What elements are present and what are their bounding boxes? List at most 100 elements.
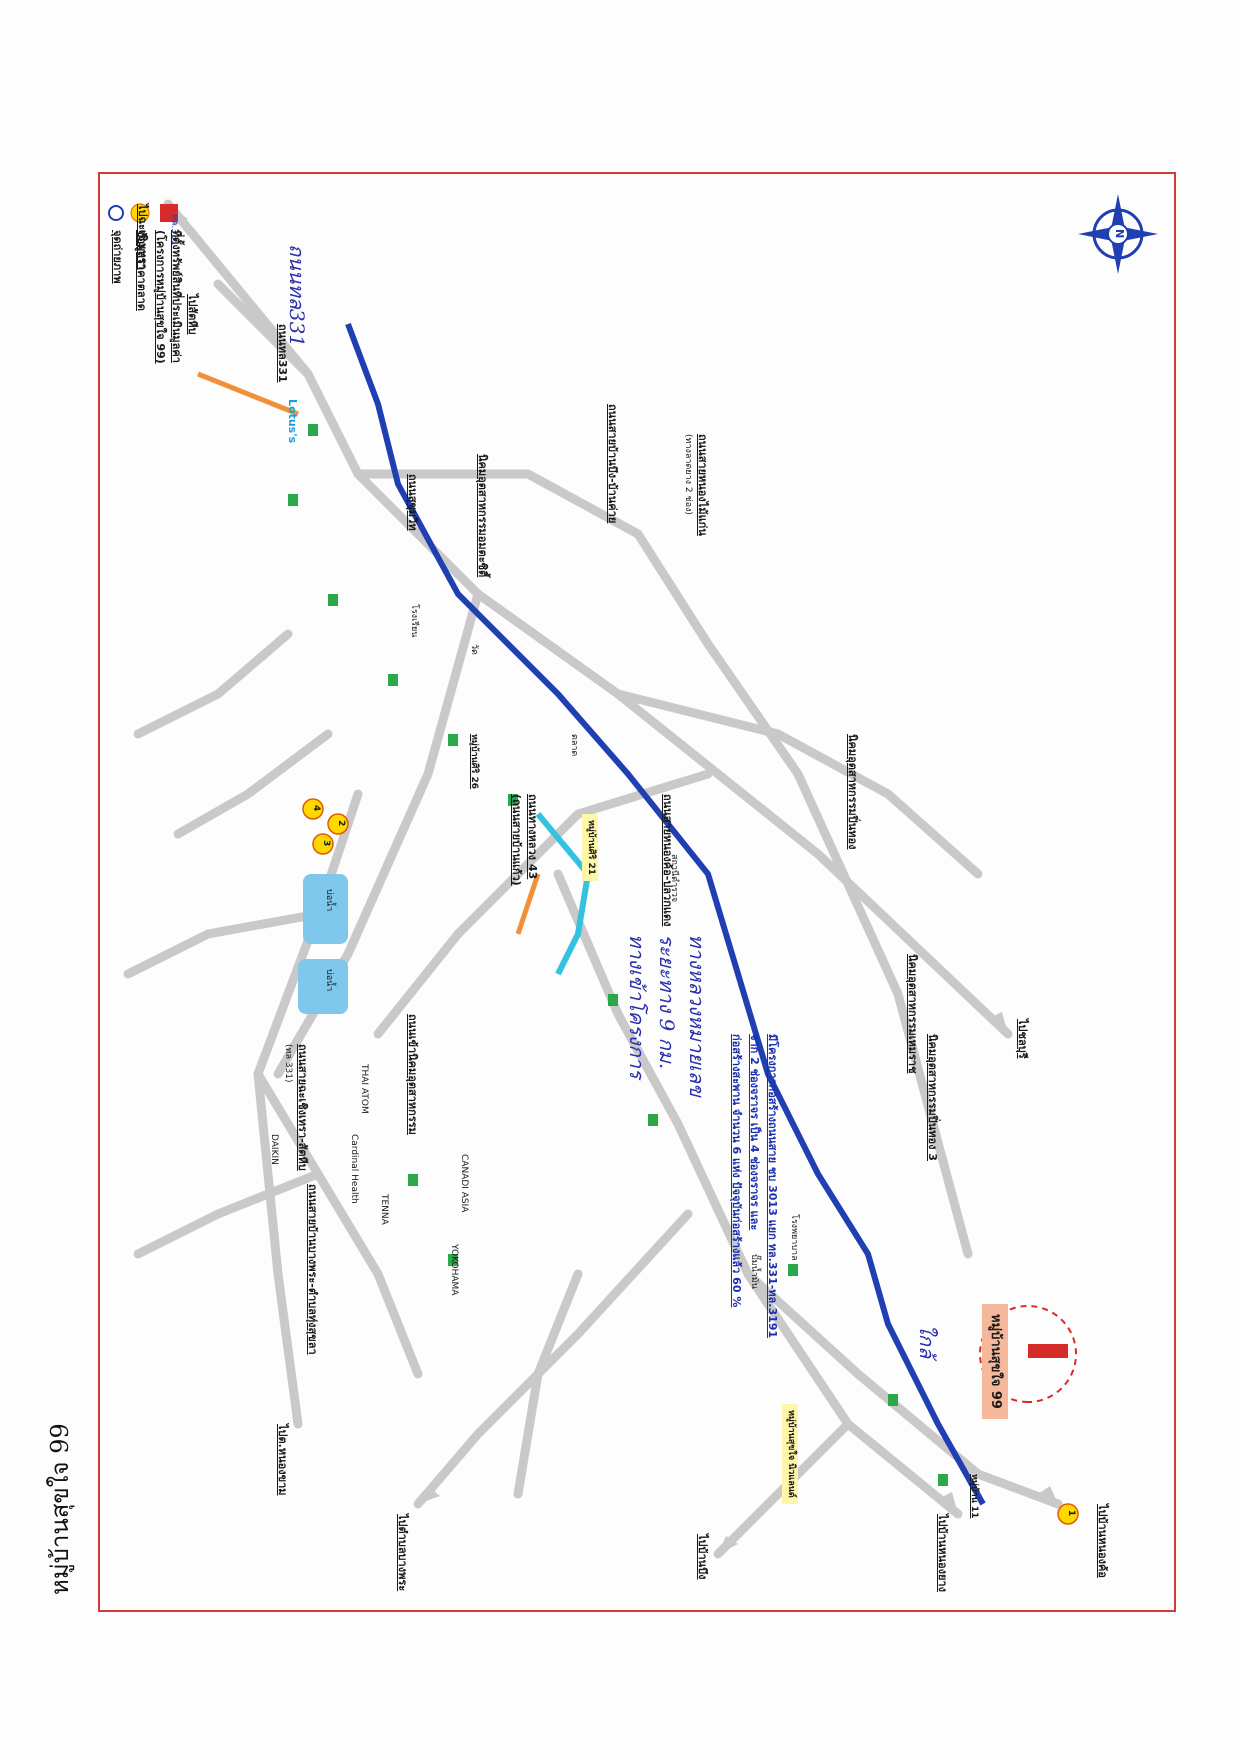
legend-subject-icon (160, 204, 178, 222)
road-nongmaikaen-label: ถนนสายหนองไม้แก่น (696, 434, 709, 536)
place-village-21: หมู่บ้านศิริ 21 (582, 814, 598, 881)
note-project-2: จาก 2 ช่องจราจร เป็น 4 ช่องจราจร และ (748, 1034, 761, 1231)
note-hand-4: ใกล้ (915, 1324, 939, 1359)
dir-bueng: ไปบ้านบึง (696, 1534, 709, 1580)
marker-label-1: 1 (1066, 1510, 1076, 1517)
road-331-south (213, 279, 313, 379)
place-village-99-target: หมู่บ้านสุขใจ 99 (981, 1304, 1008, 1419)
market-marker-2 (327, 813, 349, 835)
marker-label-3: 3 (321, 840, 331, 847)
place-amata-city: นิคมอุตสาหกรรมอมตะซิตี้ (476, 454, 489, 578)
note-hand-1: ทางหลวงหมายเลข (685, 934, 709, 1097)
place-canadi-asia: CANADI ASIA (459, 1154, 469, 1213)
road-lower-f (133, 629, 293, 739)
page-title: หมู่บ้านสุขใจ 99 (46, 1423, 74, 1595)
house-icon (448, 1254, 458, 1266)
place-eastern-seaboard: นิคมอุตสาหกรรมเหมราช (906, 954, 919, 1074)
dir-nongkham: ไปต.หนองขาม (276, 1424, 289, 1496)
pond-2 (298, 959, 348, 1014)
dir-sattahip: ไปสัตหีบ (186, 294, 199, 335)
road-upper-b (613, 689, 983, 879)
legend-marks (108, 203, 178, 223)
place-pinthong-3: นิคมอุตสาหกรรมปิ่นทอง 3 (926, 1034, 939, 1161)
road-lower-c (123, 909, 323, 979)
note-hand-3: ทางเข้าโครงการ (625, 934, 649, 1079)
place-thai-atom: THAI ATOM (359, 1064, 369, 1114)
orange-road-2 (515, 873, 541, 935)
market-marker-1 (1057, 1503, 1079, 1525)
legend-item-2: ข้อมูลราคาตลาด (135, 230, 148, 311)
map-frame: N ไปฉะเชิงเทรา ไปชลบุรี ไปสัตหีบ ไปบ้านห… (98, 172, 1176, 1612)
road-43-label: ถนนทางหลวง 43 (526, 794, 539, 880)
place-daikin: DAIKIN (269, 1134, 279, 1165)
dir-bangphra: ไปตำบลบางพระ (396, 1514, 409, 1592)
road-sukhumvit-label: ถนนสุขุมวิท (406, 474, 419, 531)
stream (535, 812, 592, 976)
road-chachoengsao-sattahip-sub: (ทล 331) (283, 1044, 293, 1083)
secondary-roads (123, 199, 1063, 1559)
note-project-1: มีโครงการก่อสร้างถนนสาย ชบ 3013 แยก ทล.3… (766, 1034, 779, 1339)
place-village-11: หมู่บ้าน 11 (969, 1474, 979, 1519)
map-svg (108, 194, 1158, 1559)
legend-item-3: จุดถ่ายภาพ (111, 230, 124, 284)
road-right-b (743, 1269, 1063, 1509)
place-lotus: Lotus's (286, 399, 299, 444)
house-icon (938, 1474, 948, 1486)
house-icon (648, 1114, 658, 1126)
note-hand-2: ระยะทาง 9 กม. (655, 934, 679, 1070)
road-bangphra-label: ถนนสายบ้านบางพระ-ตำบลทุ่งสุขลา (306, 1184, 319, 1355)
road-nongmaikaen-sub: (ทางลาดยาง 2 ช่อง) (683, 434, 693, 515)
road-industrial-label: ถนนเข้านิคมอุตสาหกรรม (406, 1014, 419, 1135)
dir-chonburi: ไปชลบุรี (1016, 1019, 1029, 1059)
marker-label-4: 4 (311, 805, 321, 812)
road-lower-e (173, 729, 333, 839)
marker-label-2: 2 (336, 820, 346, 827)
market-marker-3 (312, 833, 334, 855)
map-rotated-canvas: N ไปฉะเชิงเทรา ไปชลบุรี ไปสัตหีบ ไปบ้านห… (100, 174, 1178, 1614)
place-pond-2: บ่อน้ำ (324, 969, 334, 992)
legend-market-icon (130, 203, 150, 223)
arrow-icon (1038, 1486, 1058, 1504)
place-tenna: TENNA (379, 1194, 389, 1225)
legend-photo-icon (108, 205, 124, 221)
house-icon (448, 734, 458, 746)
place-school: โรงเรียน (409, 604, 419, 638)
note-project-3: ก่อสร้างสะพาน จำนวน 6 แห่ง ปัจจุบันก่อสร… (730, 1034, 743, 1308)
arrow-icon (988, 1012, 1008, 1034)
place-market: ตลาด (569, 734, 579, 757)
place-gas: ปั๊มน้ำมัน (749, 1254, 759, 1289)
house-icon (328, 594, 338, 606)
main-route (345, 322, 986, 1506)
house-icon (408, 1174, 418, 1186)
place-temple: วัด (469, 644, 479, 655)
legend-item-1: ที่ตั้งทรัพย์สินที่ประเมินมูลค่า (170, 230, 183, 363)
place-hospital: โรงพยาบาล (789, 1214, 799, 1261)
house-icon (608, 994, 618, 1006)
road-43-sub: (ถนนสายบ้านแก้ว) (510, 794, 523, 886)
house-icon (788, 1264, 798, 1276)
minor-orange-roads (197, 371, 541, 935)
arrow-icon (718, 1536, 738, 1554)
road-far-right (713, 1419, 853, 1559)
orange-road-1 (197, 371, 299, 417)
village-icons (288, 424, 948, 1486)
compass-icon (1078, 194, 1158, 274)
road-lower-d (133, 1169, 323, 1259)
pond-1 (303, 874, 348, 944)
place-yokohama: YOKOHAMA (449, 1244, 459, 1296)
subject-marker-map (1028, 1344, 1068, 1358)
road-331-hand-label: ถนนทล331 (285, 244, 309, 348)
house-icon (388, 674, 398, 686)
road-nongkham-label: ถนนสายบ้านบึง-บ้านค่าย (606, 404, 619, 524)
house-icon (888, 1394, 898, 1406)
arrow-icon (938, 1492, 958, 1514)
dir-nongyai: ไปบ้านหนองยาง (936, 1514, 949, 1592)
road-mid-a (553, 869, 963, 1519)
legend-item-1-sub: (โครงการหมู่บ้านสุขใจ 99) (154, 230, 167, 364)
road-chachoengsao-sattahip-label: ถนนสายฉะเชิงเทรา-สัตหีบ (296, 1044, 309, 1171)
place-village-26: หมู่บ้านศิริ 26 (469, 734, 479, 789)
place-village-new: หมู่บ้านสุขใจ นิวแลนด์ (782, 1404, 798, 1504)
road-industrial (513, 1269, 583, 1499)
compass-label: N (1113, 229, 1126, 239)
